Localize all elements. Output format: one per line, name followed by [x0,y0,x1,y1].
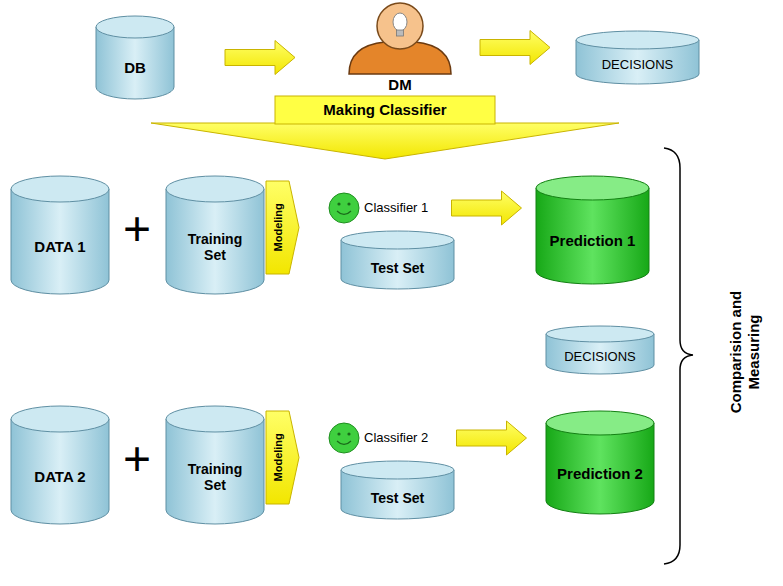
data-cylinder: DATA 1 [10,175,110,295]
node-text: Modeling [272,203,285,251]
cylinder-body [11,189,109,294]
test-set-cylinder: Test Set [340,460,455,520]
banner-rect [275,96,495,124]
prediction-cylinder: Prediction 1 [535,175,650,285]
curly-brace [664,148,693,564]
text-holder: Training Set [165,433,265,521]
cylinder-top [341,461,454,479]
node-text: Test Set [371,490,424,506]
classifier-icon: Classifier 2 [328,420,438,456]
text-holder: DM [345,76,455,94]
text-holder: Test Set [340,250,455,286]
text-holder: Making Classifier [275,96,495,124]
database-cylinder: DB [95,15,175,100]
text-holder: DECISIONS [575,50,700,81]
text-holder: DATA 2 [10,433,110,521]
node-text: Classifier 1 [364,201,428,216]
text-holder: Modeling [265,180,291,275]
node-text: DATA 2 [34,468,85,485]
text-holder: Prediction 2 [545,436,655,511]
text-holder: DATA 1 [10,203,110,291]
decisions-cylinder: DECISIONS [575,30,700,85]
text-holder: Prediction 1 [535,201,650,281]
node-text: Training Set [175,231,255,263]
smiley-face [329,423,359,453]
decision-maker-figure: DM [345,0,455,95]
text-holder: Test Set [340,480,455,516]
prediction-cylinder: Prediction 2 [545,410,655,515]
modeling-arrow: Modeling [265,180,300,275]
node-text: Training Set [175,461,255,493]
plus-sign: + [112,435,162,483]
text-holder: Classifier 1 [364,190,438,226]
data-cylinder: DATA 2 [10,405,110,525]
comparison-label: Comparision and Measuring [727,277,763,427]
data-cylinder-outline [10,175,110,295]
block-arrow [452,191,522,225]
cylinder-body [166,189,264,294]
cylinder-body [166,419,264,524]
cylinder-top [341,231,454,249]
banner-triangle [151,123,619,159]
node-text: Classifier 2 [364,431,428,446]
arrow-shape [266,411,299,504]
text-holder: Classifier 2 [364,420,438,456]
banner-arrow: Making Classifier [150,95,620,160]
node-text: DATA 1 [34,238,85,255]
prediction-cylinder-outline [535,175,650,285]
arrow-shape [266,181,299,274]
decisions-cylinder: DECISIONS [545,325,655,375]
training-set-cylinder: Training Set [165,405,265,525]
cylinder-top [166,176,264,202]
database-cylinder-outline [95,15,175,100]
training-set-cylinder: Training Set [165,175,265,295]
text-holder: DECISIONS [545,343,655,371]
node-text: DECISIONS [602,58,674,73]
data-cylinder-outline [10,405,110,525]
node-text: DECISIONS [564,350,636,365]
cylinder-top [576,31,699,49]
node-text: DB [124,59,146,76]
node-text: Making Classifier [323,101,446,118]
text-holder: Training Set [165,203,265,291]
cylinder-top [536,176,649,200]
prediction-cylinder-outline [545,410,655,515]
cylinder-top [11,176,109,202]
block-arrow [457,421,527,455]
text-holder: DB [95,39,175,96]
cylinder-top [546,411,654,435]
cylinder-top [166,406,264,432]
cylinder-top [96,16,174,38]
node-text: Prediction 2 [557,465,643,482]
cylinder-top [11,406,109,432]
plus-sign: + [112,205,162,253]
person-figure [349,3,451,74]
node-text: Modeling [272,433,285,481]
node-text: Test Set [371,260,424,276]
test-set-cylinder: Test Set [340,230,455,290]
node-text: Prediction 1 [550,232,636,249]
block-arrow [480,31,550,65]
smiley-face [329,193,359,223]
cylinder-body [536,188,649,284]
modeling-arrow: Modeling [265,410,300,505]
text-holder: Modeling [265,410,291,505]
cylinder-body [11,419,109,524]
node-text: DM [388,76,411,93]
cylinder-body [546,423,654,514]
block-arrow [225,41,295,75]
cylinder-top [546,326,654,342]
classifier-icon: Classifier 1 [328,190,438,226]
